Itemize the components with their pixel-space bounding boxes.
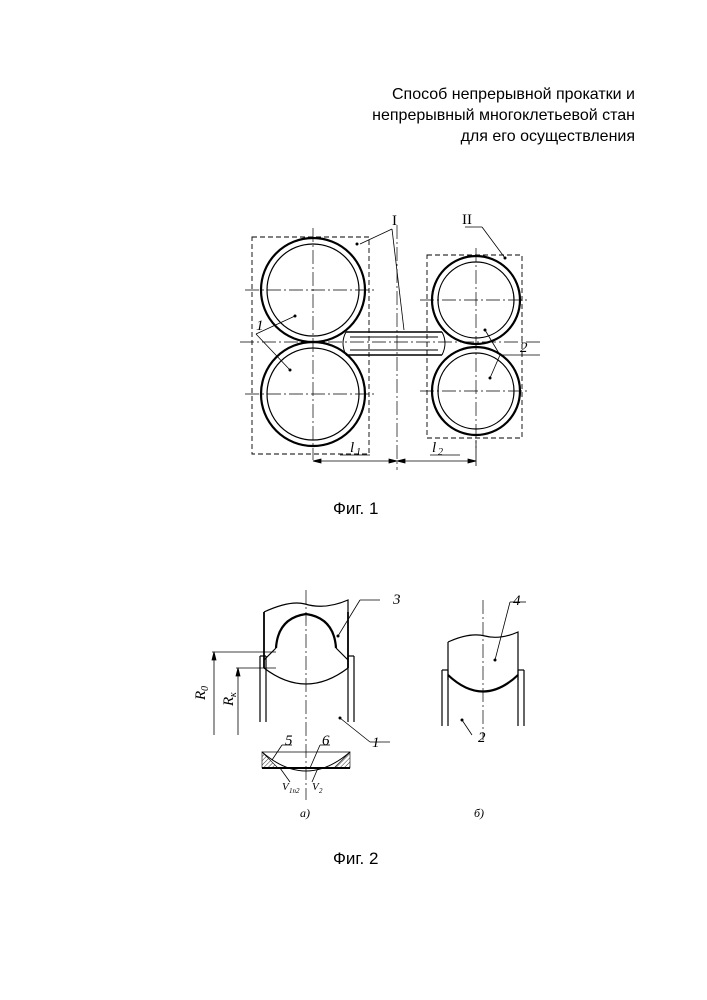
label-Rk-main: R xyxy=(221,697,237,707)
label-item-2: 2 xyxy=(478,730,486,746)
label-item-4: 4 xyxy=(513,593,521,609)
label-V2-sub: 2 xyxy=(319,787,323,795)
label-stand-2: II xyxy=(462,212,472,228)
label-V1-sub: 1n2 xyxy=(289,787,300,795)
roll-1-fig2 xyxy=(260,656,354,722)
label-subfig-b: б) xyxy=(474,806,484,820)
reference-dots xyxy=(289,243,507,380)
dimension-lines xyxy=(313,440,476,466)
label-item-5: 5 xyxy=(285,733,293,749)
label-roll-2: 2 xyxy=(520,340,528,356)
centerlines xyxy=(240,225,540,470)
label-R0-sub: 0 xyxy=(200,686,211,691)
figure-1-caption: Фиг. 1 xyxy=(333,499,378,519)
label-l2-sub: 2 xyxy=(438,447,443,458)
label-stand-1: I xyxy=(392,213,397,229)
label-item-3: 3 xyxy=(392,592,401,608)
figure-2b xyxy=(442,600,526,740)
label-subfig-a: а) xyxy=(300,806,310,820)
label-item-1: 1 xyxy=(372,735,380,751)
figure-2-caption: Фиг. 2 xyxy=(333,849,378,869)
label-Rk: R к xyxy=(221,692,239,707)
rolled-strip xyxy=(343,332,445,355)
label-l1-sub: 1 xyxy=(356,447,361,458)
figure-1 xyxy=(240,225,540,470)
label-l2: l xyxy=(432,440,436,456)
label-item-6: 6 xyxy=(322,733,330,749)
label-R0-main: R xyxy=(193,691,209,701)
leader-lines-fig2b xyxy=(462,602,526,735)
label-Rk-sub: к xyxy=(228,692,239,697)
label-R0: R 0 xyxy=(193,686,211,701)
label-l1: l xyxy=(350,440,354,456)
label-roll-1: 1 xyxy=(256,318,264,334)
